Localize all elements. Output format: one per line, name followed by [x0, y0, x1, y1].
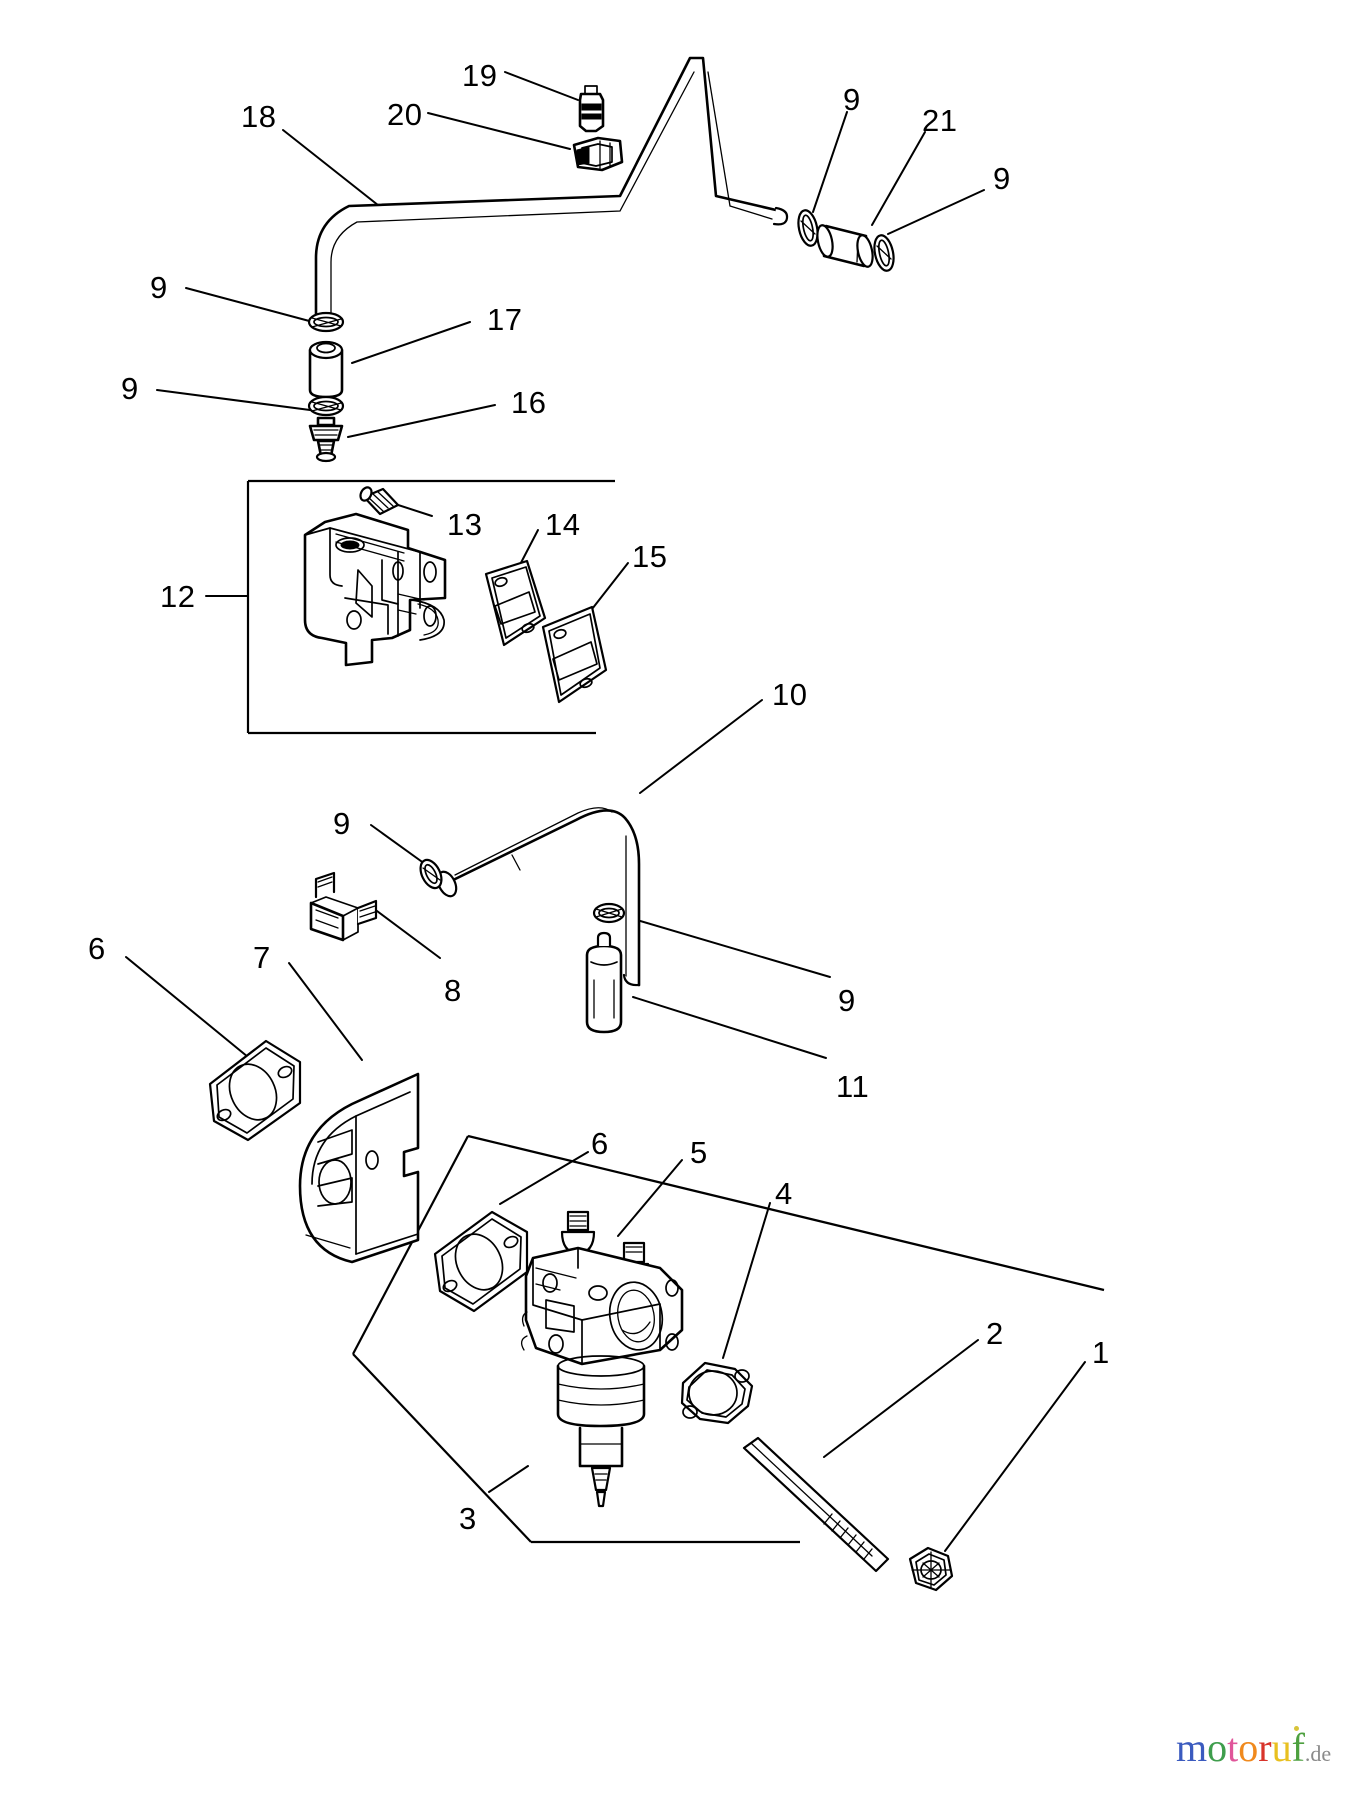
- fuel-filter-canister-top: [797, 209, 895, 272]
- hose-clamp-line-left: [419, 858, 443, 890]
- watermark-letter-m: m: [1176, 1725, 1208, 1770]
- fuel-line-hose: [419, 807, 641, 987]
- carburetor-mounting-stud: [742, 1436, 890, 1573]
- callout-number-11: 11: [836, 1069, 870, 1104]
- callout-number-15: 15: [632, 539, 668, 574]
- fuel-pump-fitting-screw: [359, 486, 400, 516]
- callout-number-17: 17: [487, 302, 523, 337]
- fuel-filter-tube: [308, 340, 344, 399]
- motoruf-watermark: motoruf.de: [1176, 1725, 1332, 1774]
- hose-clamp-top-right: [873, 234, 895, 272]
- hose-clamp-stack-lower: [307, 395, 345, 417]
- callout-number-18: 18: [241, 99, 277, 134]
- callout-number-10: 10: [772, 677, 808, 712]
- callout-number-19: 19: [462, 58, 498, 93]
- filter-canister: [816, 224, 874, 268]
- callout-number-21: 21: [922, 103, 958, 138]
- watermark-letter-r: r: [1258, 1725, 1272, 1770]
- filter-stack-left: [307, 311, 345, 463]
- carburetor: [520, 1210, 684, 1508]
- hose-clamp-line-lower: [592, 902, 626, 924]
- callout-number-3: 3: [459, 1501, 477, 1536]
- callout-number-14: 14: [545, 507, 581, 542]
- callout-number-9-b: 9: [121, 371, 139, 406]
- fuel-pump-group-box: [246, 479, 615, 735]
- fuel-bowl-gasket: [680, 1361, 754, 1425]
- fuel-pump-body: [303, 512, 447, 667]
- tank-fitting: [308, 416, 344, 463]
- callout-number-6-center: 6: [591, 1126, 609, 1161]
- elbow-fitting: [309, 871, 378, 942]
- connector-fitting: [578, 85, 605, 133]
- watermark-letter-t: t: [1227, 1725, 1239, 1770]
- fuel-pump-gasket-15: [541, 605, 608, 704]
- heat-shield-bracket: [298, 1072, 420, 1264]
- watermark-letter-o1: o: [1207, 1725, 1228, 1770]
- watermark-dot: [1294, 1726, 1299, 1731]
- callout-number-9-c: 9: [843, 82, 861, 117]
- fuel-pump-assembly: [303, 486, 608, 704]
- hex-flange-nut: [908, 1546, 954, 1592]
- callout-number-4: 4: [775, 1176, 793, 1211]
- callout-number-2: 2: [986, 1316, 1004, 1351]
- intake-gasket-left: [208, 1039, 302, 1142]
- watermark-suffix: .de: [1304, 1741, 1332, 1766]
- callout-number-7: 7: [253, 940, 271, 975]
- hose-clamp-top-left: [797, 209, 819, 247]
- callout-number-8: 8: [444, 973, 462, 1008]
- callout-number-1: 1: [1092, 1335, 1110, 1370]
- callout-number-9-f: 9: [838, 983, 856, 1018]
- watermark-letter-o2: o: [1238, 1725, 1259, 1770]
- carburetor-group-box: [352, 1134, 1105, 1544]
- watermark-letter-u: u: [1271, 1725, 1292, 1770]
- callout-number-9-d: 9: [993, 161, 1011, 196]
- fuel-pump-gasket-14: [484, 559, 547, 647]
- callout-number-12: 12: [160, 579, 196, 614]
- callout-number-9-a: 9: [150, 270, 168, 305]
- callout-number-13: 13: [447, 507, 483, 542]
- callout-number-20: 20: [387, 97, 423, 132]
- callout-number-16: 16: [511, 385, 547, 420]
- callout-number-6-left: 6: [88, 931, 106, 966]
- inline-fuel-filter: [585, 931, 623, 1034]
- fuel-tube-rigid: [314, 56, 789, 320]
- intake-gasket-center: [433, 1210, 529, 1313]
- watermark-letter-f: f: [1291, 1725, 1305, 1770]
- callout-number-9-e: 9: [333, 806, 351, 841]
- retaining-clip: [572, 136, 624, 172]
- hose-clamp-stack-upper: [307, 311, 345, 333]
- callout-number-5: 5: [690, 1135, 708, 1170]
